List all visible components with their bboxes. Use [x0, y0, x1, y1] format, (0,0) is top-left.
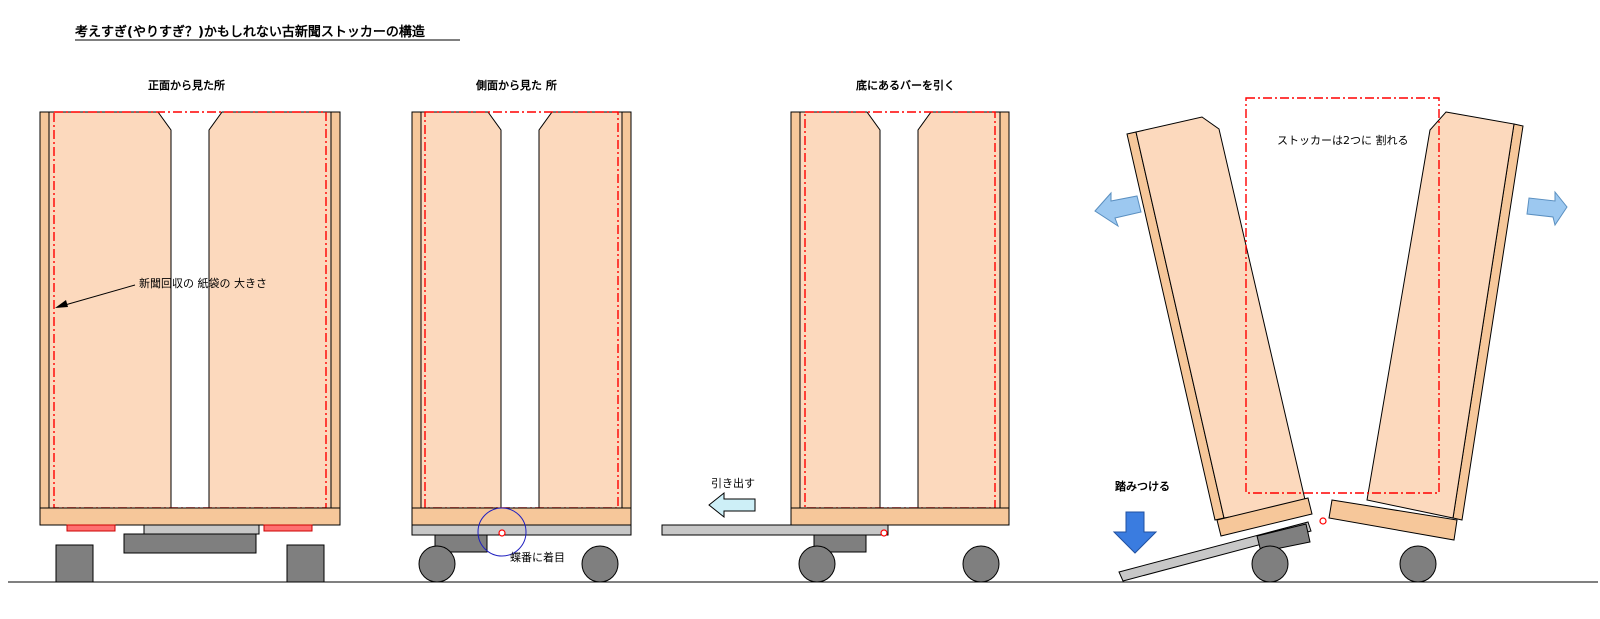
- pull-view: 底にあるバーを引く 引き出す: [661, 78, 1010, 583]
- arrow-left-icon: [1094, 191, 1142, 228]
- side-bottom-block: [434, 534, 488, 553]
- bag-pointer-line: [57, 284, 136, 308]
- split-bottom-block: [1256, 523, 1311, 553]
- pull-view-caption: 底にあるバーを引く: [856, 78, 955, 92]
- split-left-panel: [1135, 116, 1307, 519]
- front-bar: [143, 524, 260, 535]
- bag-pointer-arrowhead: [55, 300, 68, 308]
- front-view: 正面から見た所 新聞回収の 紙袋の 大きさ: [39, 78, 341, 583]
- front-frame-left: [39, 111, 50, 509]
- split-right-base: [1328, 499, 1458, 541]
- pull-out-label: 引き出す: [711, 476, 755, 490]
- side-view-caption: 側面から見た 所: [475, 78, 557, 92]
- pull-bottom-block: [813, 534, 867, 553]
- pull-frame-right: [999, 111, 1010, 509]
- arrow-down-icon: [1112, 511, 1158, 554]
- side-hinge-pin: [498, 529, 506, 537]
- side-view: 側面から見た 所 蝶番に着目: [411, 78, 632, 583]
- side-caster-left: [418, 545, 456, 583]
- split-caption: ストッカーは2つに 割れる: [1277, 133, 1409, 147]
- pull-caster-right: [962, 545, 1000, 583]
- pull-panel-left: [799, 111, 881, 509]
- side-panel-left: [420, 111, 502, 509]
- page-title: 考えすぎ(やりすぎ？)かもしれない古新聞ストッカーの構造: [75, 24, 426, 40]
- front-hinge-left: [66, 524, 116, 532]
- side-frame-left: [411, 111, 422, 509]
- front-view-caption: 正面から見た所: [148, 78, 225, 92]
- split-caster-left: [1251, 545, 1289, 583]
- side-panel-right: [538, 111, 623, 509]
- arrow-right-icon: [1526, 190, 1568, 227]
- pull-panel-right: [917, 111, 1001, 509]
- bag-size-label: 新聞回収の 紙袋の 大きさ: [139, 276, 267, 290]
- split-right-panel: [1366, 111, 1515, 519]
- pull-caster-left: [798, 545, 836, 583]
- front-panel-right: [208, 111, 332, 509]
- pulled-bar: [661, 524, 889, 536]
- split-view: ストッカーは2つに 割れる 踏みつける: [1094, 97, 1568, 583]
- side-bar: [411, 524, 632, 536]
- split-left-base: [1216, 497, 1313, 537]
- pull-base-board: [790, 507, 1010, 526]
- front-caster-right: [286, 544, 325, 583]
- split-bag-outline: [1245, 97, 1440, 494]
- split-caster-right: [1399, 545, 1437, 583]
- side-caster-right: [581, 545, 619, 583]
- split-hinge-pin: [1319, 517, 1327, 525]
- hinge-note-label: 蝶番に着目: [510, 550, 565, 564]
- front-hinge-right: [263, 524, 313, 532]
- front-bottom-block: [123, 533, 257, 554]
- front-panel-left: [48, 111, 172, 509]
- side-frame-right: [621, 111, 632, 509]
- front-base-board: [39, 507, 341, 526]
- pull-arrow-icon: [708, 491, 756, 519]
- pull-hinge-pin: [880, 529, 888, 537]
- pull-frame-left: [790, 111, 801, 509]
- step-label: 踏みつける: [1115, 479, 1170, 493]
- front-caster-left: [55, 544, 94, 583]
- hinge-focus-circle: [477, 507, 527, 557]
- front-frame-right: [330, 111, 341, 509]
- side-base-board: [411, 507, 632, 526]
